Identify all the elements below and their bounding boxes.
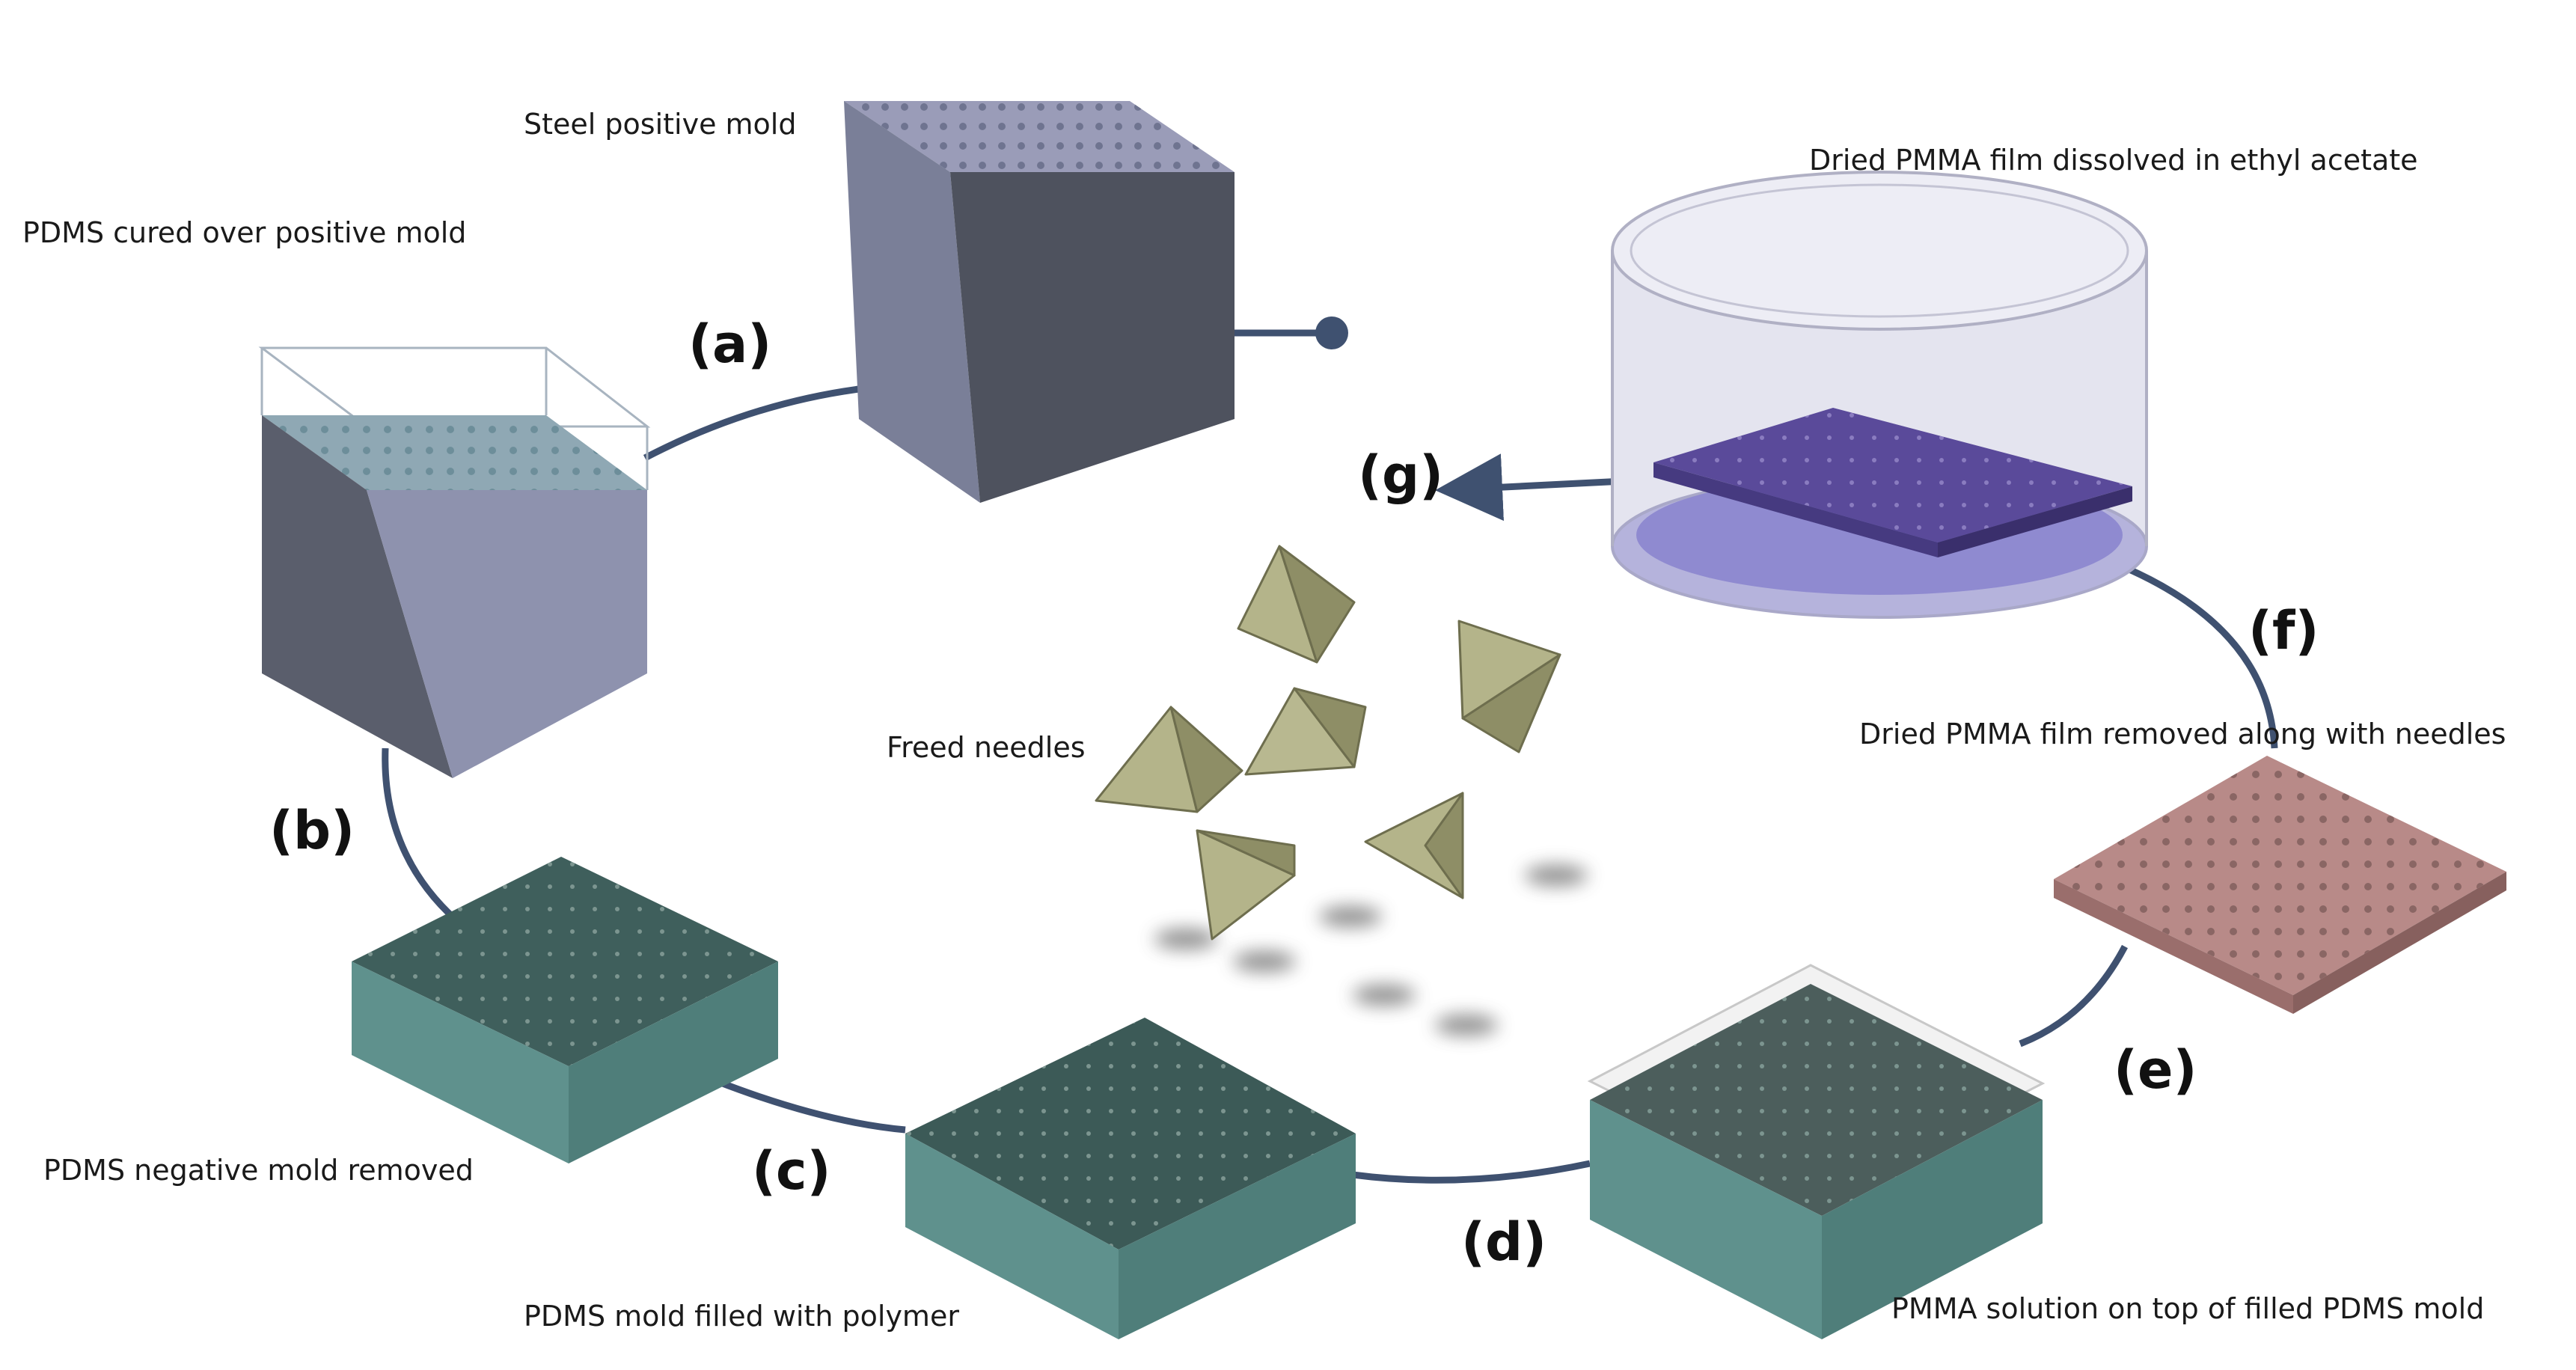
freed-needles bbox=[1095, 545, 1561, 941]
needle-1 bbox=[1237, 545, 1356, 664]
step-label-d: (d) bbox=[1461, 1211, 1547, 1273]
pmma-film-removed bbox=[2054, 756, 2506, 1014]
connector-c bbox=[715, 1077, 906, 1134]
caption-pmma-dissolved: Dried PMMA film dissolved in ethyl aceta… bbox=[1809, 144, 2418, 177]
pmma-solution-slab bbox=[1587, 964, 2046, 1339]
pdms-cured-cube bbox=[258, 346, 651, 778]
connector-a bbox=[643, 385, 860, 461]
step-label-f: (f) bbox=[2248, 600, 2319, 661]
step-label-c: (c) bbox=[752, 1140, 831, 1202]
connector-b bbox=[382, 747, 459, 923]
caption-negative-mold: PDMS negative mold removed bbox=[43, 1154, 474, 1187]
caption-pdms-cured: PDMS cured over positive mold bbox=[22, 216, 467, 249]
needle-6 bbox=[1196, 829, 1296, 941]
step-label-e: (e) bbox=[2114, 1039, 2197, 1101]
pdms-filled-slab bbox=[905, 1018, 1356, 1339]
caption-steel-positive-mold: Steel positive mold bbox=[524, 108, 797, 141]
needle-shadows bbox=[1154, 865, 1588, 1036]
connector-d bbox=[1352, 1160, 1591, 1184]
caption-freed-needles: Freed needles bbox=[887, 731, 1086, 764]
step-label-b: (b) bbox=[269, 800, 355, 861]
step-label-g: (g) bbox=[1358, 444, 1444, 506]
connector-e bbox=[2019, 944, 2128, 1048]
caption-filled-mold: PDMS mold filled with polymer bbox=[524, 1300, 959, 1333]
steel-positive-mold-cube bbox=[844, 101, 1235, 503]
connector-endpoint-dot bbox=[1315, 316, 1348, 349]
caption-pmma-removed: Dried PMMA film removed along with needl… bbox=[1859, 718, 2506, 750]
pmma-film-in-beaker bbox=[1653, 408, 2132, 557]
needle-5 bbox=[1364, 792, 1464, 899]
pdms-negative-mold-slab bbox=[352, 857, 778, 1163]
needle-4 bbox=[1095, 706, 1243, 813]
beaker-ethyl-acetate bbox=[1611, 171, 2148, 619]
needle-3 bbox=[1244, 687, 1367, 776]
needle-2 bbox=[1457, 620, 1561, 753]
step-label-a: (a) bbox=[688, 314, 772, 375]
caption-pmma-solution: PMMA solution on top of filled PDMS mold bbox=[1891, 1292, 2485, 1325]
